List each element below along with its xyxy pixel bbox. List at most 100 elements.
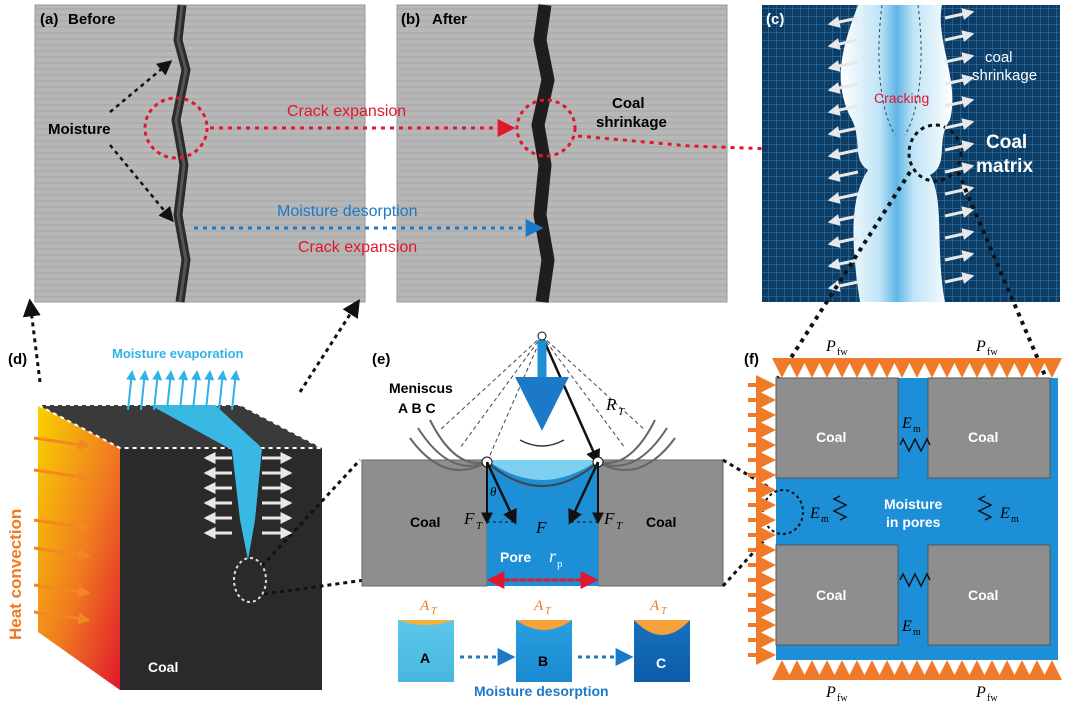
shrinkage-arrow-left xyxy=(827,126,859,138)
panel-c: (c) Cracking coal shrinkage Coal matrix xyxy=(762,4,1060,302)
coal-block-tl xyxy=(775,377,899,479)
stage-b-at-label: A xyxy=(533,598,544,614)
heat-arrow xyxy=(33,583,91,598)
panel-c-tag: (c) xyxy=(766,11,784,28)
panel-a-photo xyxy=(34,4,366,303)
angle-arc xyxy=(519,439,565,447)
meniscus-right-b xyxy=(597,427,668,467)
coal-top-face xyxy=(38,405,322,448)
stage-c-at xyxy=(634,620,690,635)
stage-c-label: C xyxy=(656,655,666,671)
meniscus-left-b xyxy=(417,427,488,467)
shrinkage-arrow-right xyxy=(944,96,975,108)
shrinkage-arrow-left xyxy=(827,214,859,226)
d-to-a-left xyxy=(22,298,42,383)
theta-label: θ xyxy=(490,484,497,499)
ft-left-sub: T xyxy=(476,520,483,532)
force-left-diag xyxy=(485,461,517,525)
spring-top xyxy=(899,437,931,453)
panel-d-tag: (d) xyxy=(8,351,27,368)
panel-b-title: After xyxy=(432,11,467,28)
stage-a-at-sub: T xyxy=(431,606,438,617)
pfw-tr-sub: fw xyxy=(987,347,998,358)
meniscus-left-c xyxy=(409,437,488,471)
panel-c-matrix-coal-label: Coal xyxy=(986,132,1027,153)
coal-block-tr xyxy=(927,377,1051,479)
panel-c-shrinkage-label: shrinkage xyxy=(972,67,1037,84)
stage-b: A T B xyxy=(516,598,572,682)
spring-left xyxy=(832,495,848,521)
f-label: F xyxy=(535,518,547,537)
pfw-br-sub: fw xyxy=(987,693,998,703)
shrinkage-arrow-left xyxy=(827,192,859,204)
panel-c-crack xyxy=(840,5,953,302)
shrinkage-arrow-left xyxy=(827,82,859,94)
panel-d-zoom-circle xyxy=(233,557,267,603)
coal-br-label: Coal xyxy=(968,587,998,603)
rp-sub: p xyxy=(557,558,563,570)
panel-d-coal-label: Coal xyxy=(148,659,178,675)
shrinkage-arrow-right xyxy=(944,118,975,130)
shrinkage-arrow-left xyxy=(827,38,859,50)
panel-e: (e) Coal Coal xyxy=(361,331,772,699)
panel-f: (f) Coal Coal Coal Coal Moisture in pore… xyxy=(744,338,1062,703)
pfw-tl-sub: fw xyxy=(837,347,848,358)
panel-a-crack-circle xyxy=(143,96,209,160)
d-to-e-top xyxy=(260,458,362,568)
shrinkage-arrow-right xyxy=(944,30,975,42)
shrinkage-arrow-left xyxy=(827,258,859,270)
evaporation-arrow xyxy=(152,370,163,411)
ft-right-sub: T xyxy=(616,520,623,532)
panel-d-heat-arrows xyxy=(33,436,91,625)
shrinkage-arrow-left xyxy=(827,236,859,248)
e-to-f-top xyxy=(722,458,771,490)
pfw-tr-label: P xyxy=(975,338,986,355)
shrinkage-arrow-right xyxy=(944,162,975,174)
shrinkage-arrow-right xyxy=(944,140,975,152)
panel-c-dashed-right xyxy=(904,4,922,136)
pore-label: Pore xyxy=(500,549,531,565)
panel-d-water-crack xyxy=(150,405,262,560)
panel-b-coal-label: Coal xyxy=(612,95,645,112)
shrinkage-arrow-left xyxy=(827,148,859,160)
moisture-arrow-down xyxy=(109,144,174,223)
em-top-sub: m xyxy=(913,424,921,435)
panel-b-crack-circle xyxy=(515,98,577,158)
moisture-arrow-up xyxy=(109,60,173,113)
coal-tl-label: Coal xyxy=(816,429,846,445)
shrinkage-arrow-right xyxy=(944,52,975,64)
panel-a: (a) Before Moisture xyxy=(34,4,366,303)
stage-a-at-label: A xyxy=(419,598,430,614)
moisture-desorption-stage-label: Moisture desorption xyxy=(474,683,609,699)
pore-coal-left-label: Coal xyxy=(410,514,440,530)
panel-b-photo xyxy=(396,4,728,303)
panel-c-matrix-label: matrix xyxy=(976,156,1033,177)
panel-d: (d) Moisture evaporation Heat convection… xyxy=(6,298,366,690)
shrinkage-arrow-right xyxy=(944,206,975,218)
heat-arrow xyxy=(33,610,91,625)
meniscus-right-a xyxy=(597,419,656,465)
shrinkage-arrow-left xyxy=(827,170,859,182)
stage-a-at xyxy=(398,620,454,625)
moisture-in-pores-label-2: in pores xyxy=(886,514,941,530)
crack-expansion-label-bottom: Crack expansion xyxy=(298,239,417,256)
panel-e-tag: (e) xyxy=(372,351,390,368)
pore-coal-right xyxy=(597,459,724,587)
em-right-label: E xyxy=(999,505,1010,522)
pfw-br-label: P xyxy=(975,684,986,701)
rt-arrow xyxy=(540,335,600,465)
panel-a-title: Before xyxy=(68,11,116,28)
pfw-bl-sub: fw xyxy=(837,693,848,703)
shrinkage-arrow-right xyxy=(944,228,975,240)
crack-expansion-label-top: Crack expansion xyxy=(287,103,406,120)
panel-c-shrinkage-arrows xyxy=(827,8,975,292)
rp-label: r xyxy=(549,546,557,566)
heat-arrow xyxy=(33,546,91,561)
spring-right xyxy=(977,495,993,521)
evaporation-arrow xyxy=(126,370,137,411)
evaporation-arrow xyxy=(139,370,150,411)
ab-connectors: Crack expansion Moisture desorption Crac… xyxy=(194,103,859,256)
coal-block-br xyxy=(927,544,1051,646)
panel-a-crack-edge xyxy=(174,4,188,303)
